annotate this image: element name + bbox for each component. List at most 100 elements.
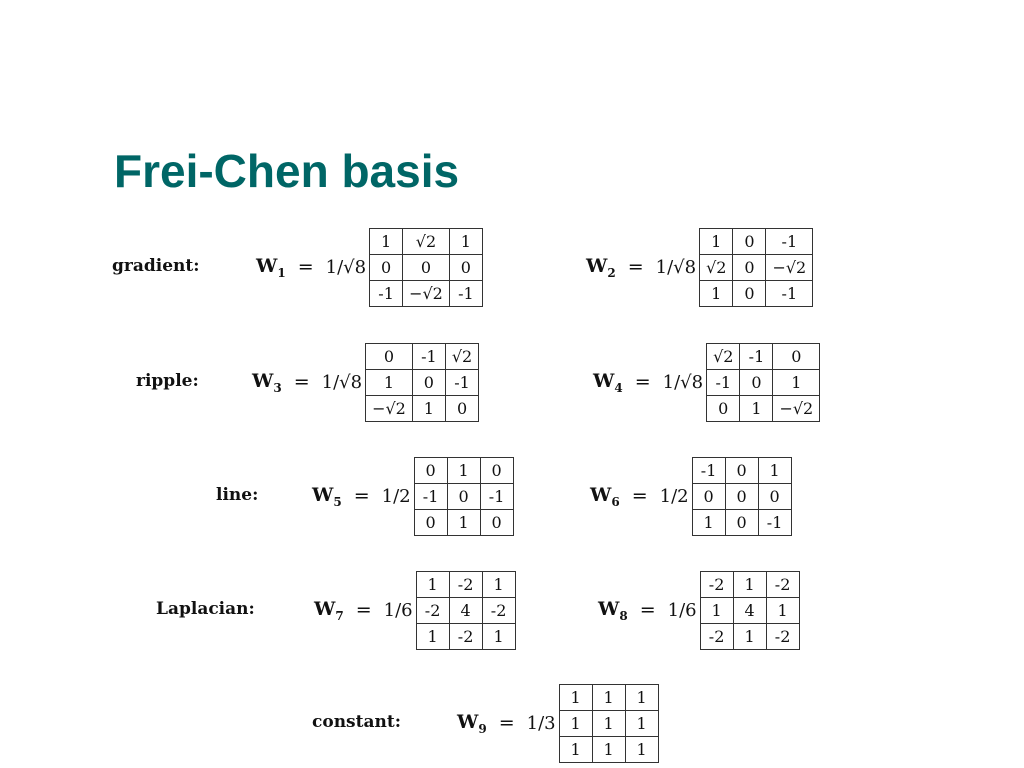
slide-title: Frei-Chen basis xyxy=(114,145,460,197)
row-label-line: line: xyxy=(216,485,259,505)
coefficient: 1/6 xyxy=(667,599,697,621)
matrix-cell: −√2 xyxy=(772,394,821,422)
w-symbol: W7 xyxy=(314,597,344,623)
matrix-cell: 1 xyxy=(772,368,821,396)
matrix-cell: √2 xyxy=(444,342,480,370)
equals-sign: = xyxy=(297,256,314,278)
equals-sign: = xyxy=(353,485,370,507)
matrix-cell: -2 xyxy=(765,570,800,598)
matrix-cell: -2 xyxy=(699,570,734,598)
matrix-cell: 1 xyxy=(739,394,774,422)
equals-sign: = xyxy=(293,371,310,393)
coefficient: 1/√8 xyxy=(325,256,367,278)
matrix-cell: 0 xyxy=(732,279,767,307)
matrix-cell: 1 xyxy=(448,227,483,255)
matrix-cell: 0 xyxy=(446,482,481,510)
matrix-cell: 1 xyxy=(699,279,734,307)
matrix-cell: 4 xyxy=(732,596,767,624)
matrix-cell: -1 xyxy=(757,508,792,536)
matrix-cell: 0 xyxy=(479,508,514,536)
coefficient: 1/6 xyxy=(383,599,413,621)
matrix-cell: −√2 xyxy=(402,279,450,307)
row-label-laplacian: Laplacian: xyxy=(156,599,255,619)
matrix-cell: 1 xyxy=(591,735,626,763)
coefficient: 1/√8 xyxy=(662,371,704,393)
w-symbol: W4 xyxy=(593,369,623,395)
matrix-cell: 0 xyxy=(413,508,448,536)
equals-sign: = xyxy=(631,485,648,507)
matrix-cell: 0 xyxy=(772,342,821,370)
matrix-cell: −√2 xyxy=(765,253,814,281)
row-label-gradient: gradient: xyxy=(112,256,200,276)
matrix-cell: 0 xyxy=(365,342,413,370)
matrix-cell: 1 xyxy=(591,709,626,737)
matrix-cell: 0 xyxy=(724,482,759,510)
matrix-cell: 1 xyxy=(558,735,593,763)
matrix-cell: 0 xyxy=(732,253,767,281)
matrix-cell: -1 xyxy=(444,368,480,396)
coefficient: 1/√8 xyxy=(655,256,697,278)
matrix-cell: 0 xyxy=(691,482,726,510)
matrix-cell: -1 xyxy=(765,279,814,307)
matrix-cell: 0 xyxy=(411,368,446,396)
matrix-cell: 1 xyxy=(624,683,659,711)
w-symbol: W1 xyxy=(256,254,286,280)
matrix-cell: 1 xyxy=(732,570,767,598)
matrix-cell: 1 xyxy=(591,683,626,711)
w-symbol: W8 xyxy=(598,597,628,623)
coefficient: 1/2 xyxy=(381,485,411,507)
matrix-cell: -1 xyxy=(691,456,726,484)
matrix-cell: 1 xyxy=(369,227,404,255)
equals-sign: = xyxy=(498,712,515,734)
matrix-cell: -1 xyxy=(765,227,814,255)
matrix-cell: 0 xyxy=(732,227,767,255)
matrix-cell: 1 xyxy=(757,456,792,484)
matrix-cell: -1 xyxy=(479,482,514,510)
matrix-cell: 1 xyxy=(699,596,734,624)
matrix-cell: 1 xyxy=(691,508,726,536)
coefficient: 1/2 xyxy=(659,485,689,507)
matrix-cell: 1 xyxy=(624,735,659,763)
matrix-cell: -2 xyxy=(481,596,516,624)
matrix-cell: 1 xyxy=(699,227,734,255)
matrix-cell: -2 xyxy=(699,622,734,650)
matrix-cell: √2 xyxy=(699,253,734,281)
matrix-cell: 1 xyxy=(481,570,516,598)
matrix-cell: √2 xyxy=(706,342,741,370)
row-label-constant: constant: xyxy=(312,712,401,732)
matrix-cell: -2 xyxy=(448,622,483,650)
row-label-ripple: ripple: xyxy=(136,371,199,391)
